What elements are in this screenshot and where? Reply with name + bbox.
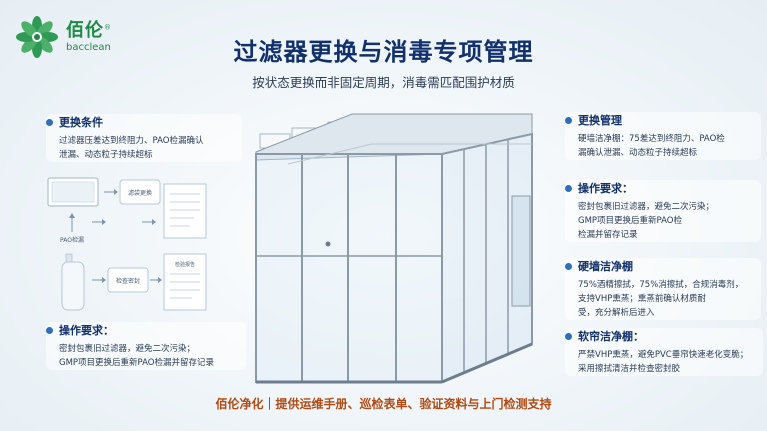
left-card1-body: 过滤器压差达到终阻力、PAO检漏确认 泄漏、动态粒子持续超标: [59, 136, 204, 160]
bullet-dot-icon: [565, 262, 572, 270]
right-card2-title: 操作要求：: [578, 182, 633, 195]
left-card2-body: 密封包裹旧过滤器，避免二次污染； GMP项目更换后重新PAO检漏并留存记录: [59, 344, 214, 368]
front-glass-wall: [255, 153, 443, 383]
left-card-replacement-conditions: 更换条件 过滤器压差达到终阻力、PAO检漏确认 泄漏、动态粒子持续超标: [46, 114, 242, 162]
left-card2-title: 操作要求：: [59, 324, 114, 337]
right-card-softwall-cleanroom: 软帘洁净棚： 严禁VHP熏蒸，避免PVC垂帘快速老化变脆； 采用擦拭清洁并检查密…: [565, 328, 763, 376]
spray-bottle-icon: [61, 253, 85, 311]
right-card-hardwall-cleanroom: 硬墙洁净棚 75%酒精擦拭，75%消擦拭，合规消毒剂， 支持VHP熏蒸；熏蒸前确…: [565, 258, 761, 320]
brand-logo: 佰伦® bacclean: [14, 14, 111, 60]
flow-label: PAO检漏: [60, 236, 84, 244]
replace-step-badge: 滤袋更换: [119, 179, 161, 205]
right-card3-title: 硬墙洁净棚: [578, 260, 633, 273]
bullet-dot-icon: [46, 326, 53, 334]
right-card1-body: 硬墙洁净棚：75差达到终阻力、PAO检 漏确认泄漏、动态粒子持续超标: [578, 134, 725, 158]
right-card-replacement-management: 更换管理 硬墙洁净棚：75差达到终阻力、PAO检 漏确认泄漏、动态粒子持续超标: [565, 112, 761, 160]
page-subtitle: 按状态更换而非固定周期，消毒需匹配围护材质: [252, 75, 515, 90]
left-card-operation-requirements: 操作要求： 密封包裹旧过滤器，避免二次污染； GMP项目更换后重新PAO检漏并留…: [46, 322, 246, 370]
flow-svg: 滤袋更换 PAO检漏: [47, 177, 207, 311]
report-document-icon: [163, 183, 207, 239]
arrow-right-icon: [142, 219, 156, 225]
arrow-right-icon: [92, 219, 106, 225]
seal-check-badge: 检查密封: [107, 267, 149, 293]
cleanroom-illustration: [255, 113, 533, 384]
brand-name-en: bacclean: [66, 41, 111, 53]
pao-arrow-icon: PAO检漏: [60, 213, 84, 244]
flower-logo-icon: [16, 16, 58, 58]
bullet-dot-icon: [46, 118, 53, 126]
page-title: 过滤器更换与消毒专项管理: [233, 38, 534, 66]
brand-name-cn: 佰伦: [66, 19, 104, 41]
record-document-icon: 检验报告: [163, 253, 207, 311]
footer-tagline: 佰伦净化｜提供运维手册、巡检表单、验证资料与上门检测支持: [215, 397, 552, 411]
bullet-dot-icon: [565, 116, 572, 124]
right-card-operation-requirements: 操作要求： 密封包裹旧过滤器，避免二次污染； GMP项目更换后重新PAO检 检漏…: [565, 180, 761, 242]
right-card1-title: 更换管理: [578, 114, 622, 127]
arrow-right-icon: [150, 277, 162, 283]
arrow-right-icon: [104, 189, 118, 195]
right-card4-title: 软帘洁净棚：: [578, 330, 644, 343]
registered-mark: ®: [104, 23, 111, 32]
flow-tag-1: 滤袋更换: [128, 189, 152, 197]
flow-tag-2: 检验报告: [175, 261, 195, 268]
replacement-flow-diagram: 滤袋更换 PAO检漏: [44, 170, 244, 330]
right-card2-body: 密封包裹旧过滤器，避免二次污染； GMP项目更换后重新PAO检 检漏并留存记录: [578, 202, 715, 240]
filter-panel-icon: [47, 177, 99, 207]
bullet-dot-icon: [565, 332, 572, 340]
bullet-dot-icon: [565, 184, 572, 192]
right-card4-body: 严禁VHP熏蒸，避免PVC垂帘快速老化变脆； 采用擦拭清洁并检查密封胶: [578, 350, 749, 374]
left-card1-title: 更换条件: [59, 116, 103, 129]
arrow-right-icon: [92, 277, 106, 283]
flow-tag-3: 检查密封: [116, 277, 140, 285]
side-glass-wall: [441, 132, 533, 384]
right-card3-body: 75%酒精擦拭，75%消擦拭，合规消毒剂， 支持VHP熏蒸；熏蒸前确认材质耐 受…: [578, 280, 744, 318]
